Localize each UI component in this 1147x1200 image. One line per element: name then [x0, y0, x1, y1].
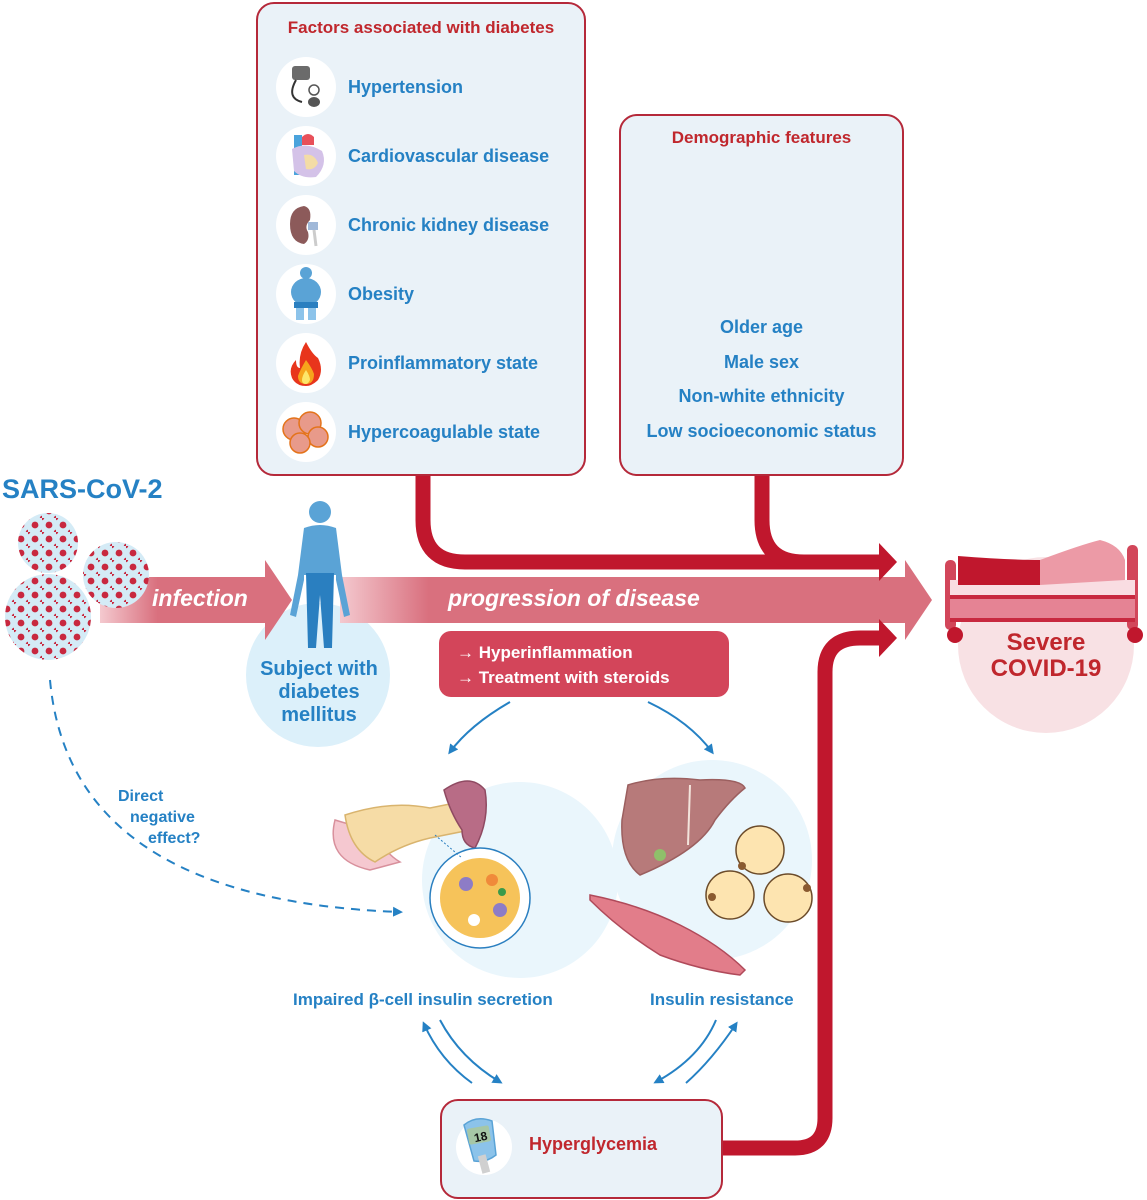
- factor-item: Hypertension: [276, 56, 463, 118]
- hyperglycemia-label: Hyperglycemia: [529, 1134, 658, 1154]
- demographic-item: Male sex: [723, 352, 800, 372]
- direct-effect-label: Direct negative effect?: [110, 786, 200, 849]
- kidney-icon: [276, 195, 336, 255]
- factor-item: Proinflammatory state: [276, 332, 538, 394]
- demographics-box-title: Demographic features: [671, 128, 852, 147]
- factor-label: Cardiovascular disease: [348, 145, 550, 166]
- insulin-resistance-label: Insulin resistance: [650, 990, 794, 1009]
- insulin-resistance-to-hyperglycemia-arrow: [653, 1019, 717, 1084]
- virus-label: SARS-CoV-2: [2, 474, 163, 504]
- obese-person-icon: [276, 264, 336, 324]
- glucometer-icon: 18: [456, 1118, 512, 1175]
- to-beta-cell-arrow: [448, 701, 511, 755]
- factor-label: Chronic kidney disease: [348, 214, 550, 235]
- factor-item: Hypercoagulable state: [276, 401, 540, 463]
- subject-label-line1: Subject with: [260, 658, 378, 680]
- coronavirus-icon: [5, 513, 149, 660]
- outcome-label-line2: COVID-19: [990, 655, 1102, 682]
- demographic-item: Low socioeconomic status: [646, 421, 877, 441]
- factor-label: Obesity: [348, 283, 415, 304]
- direct-effect-line1: Direct: [118, 788, 164, 805]
- subject-label: Subject with diabetes mellitus: [246, 658, 392, 727]
- liver-muscle-fat-icon: [589, 777, 813, 976]
- factor-item: Cardiovascular disease: [276, 125, 549, 187]
- progression-item-steroids: → Treatment with steroids: [457, 668, 670, 687]
- to-insulin-resistance-arrow: [647, 701, 714, 755]
- blood-clot-icon: [276, 402, 336, 462]
- glucometer-reading: 18: [472, 1128, 489, 1146]
- outcome-label: Severe COVID-19: [966, 630, 1126, 682]
- progression-arrow: [340, 560, 932, 640]
- progression-factors-box: → Hyperinflammation → Treatment with ste…: [439, 631, 729, 697]
- red-arrowhead-top: [879, 543, 897, 581]
- demographics-box: Demographic features Older age Male sex …: [619, 114, 904, 476]
- red-arrowhead-bottom: [879, 619, 897, 657]
- factor-item: Chronic kidney disease: [276, 194, 549, 256]
- flame-icon: [276, 333, 336, 393]
- heart-icon: [276, 126, 336, 186]
- direct-effect-line2: negative: [130, 809, 195, 826]
- beta-to-hyperglycemia-arrow: [439, 1019, 503, 1084]
- factors-box: Factors associated with diabetes Hyperte…: [256, 2, 586, 476]
- factor-label: Proinflammatory state: [348, 352, 539, 373]
- subject-bg-circle: [246, 603, 390, 747]
- infection-label: infection: [152, 585, 248, 611]
- factor-label: Hypercoagulable state: [348, 421, 541, 442]
- factor-label: Hypertension: [348, 76, 464, 97]
- hyperglycemia-box: 18 Hyperglycemia: [440, 1099, 723, 1199]
- hospital-bed-icon: [945, 540, 1143, 643]
- subject-label-line3: mellitus: [281, 704, 357, 726]
- hyperglycemia-to-insulin-resistance-arrow: [685, 1021, 738, 1084]
- demographic-item: Older age: [719, 317, 804, 337]
- progression-label: progression of disease: [448, 585, 700, 611]
- hyperglycemia-to-beta-arrow: [422, 1021, 473, 1084]
- hyperglycemia-to-outcome-arrow: [722, 630, 882, 1156]
- person-figure-icon: [290, 501, 350, 648]
- factor-item: Obesity: [276, 263, 414, 325]
- demographics-to-outcome-arrow: [754, 470, 805, 570]
- beta-cell-label: Impaired β-cell insulin secretion: [293, 990, 553, 1009]
- factors-box-title: Factors associated with diabetes: [287, 18, 555, 37]
- direct-effect-line3: effect?: [148, 830, 201, 847]
- outcome-label-line1: Severe: [1006, 629, 1086, 656]
- factors-to-outcome-arrow: [415, 470, 882, 570]
- demographic-item: Non-white ethnicity: [678, 386, 845, 406]
- pancreas-islet-icon: [332, 780, 531, 949]
- subject-label-line2: diabetes: [278, 681, 360, 703]
- blood-pressure-cuff-icon: [276, 57, 336, 117]
- progression-item-hyperinflammation: → Hyperinflammation: [457, 643, 633, 662]
